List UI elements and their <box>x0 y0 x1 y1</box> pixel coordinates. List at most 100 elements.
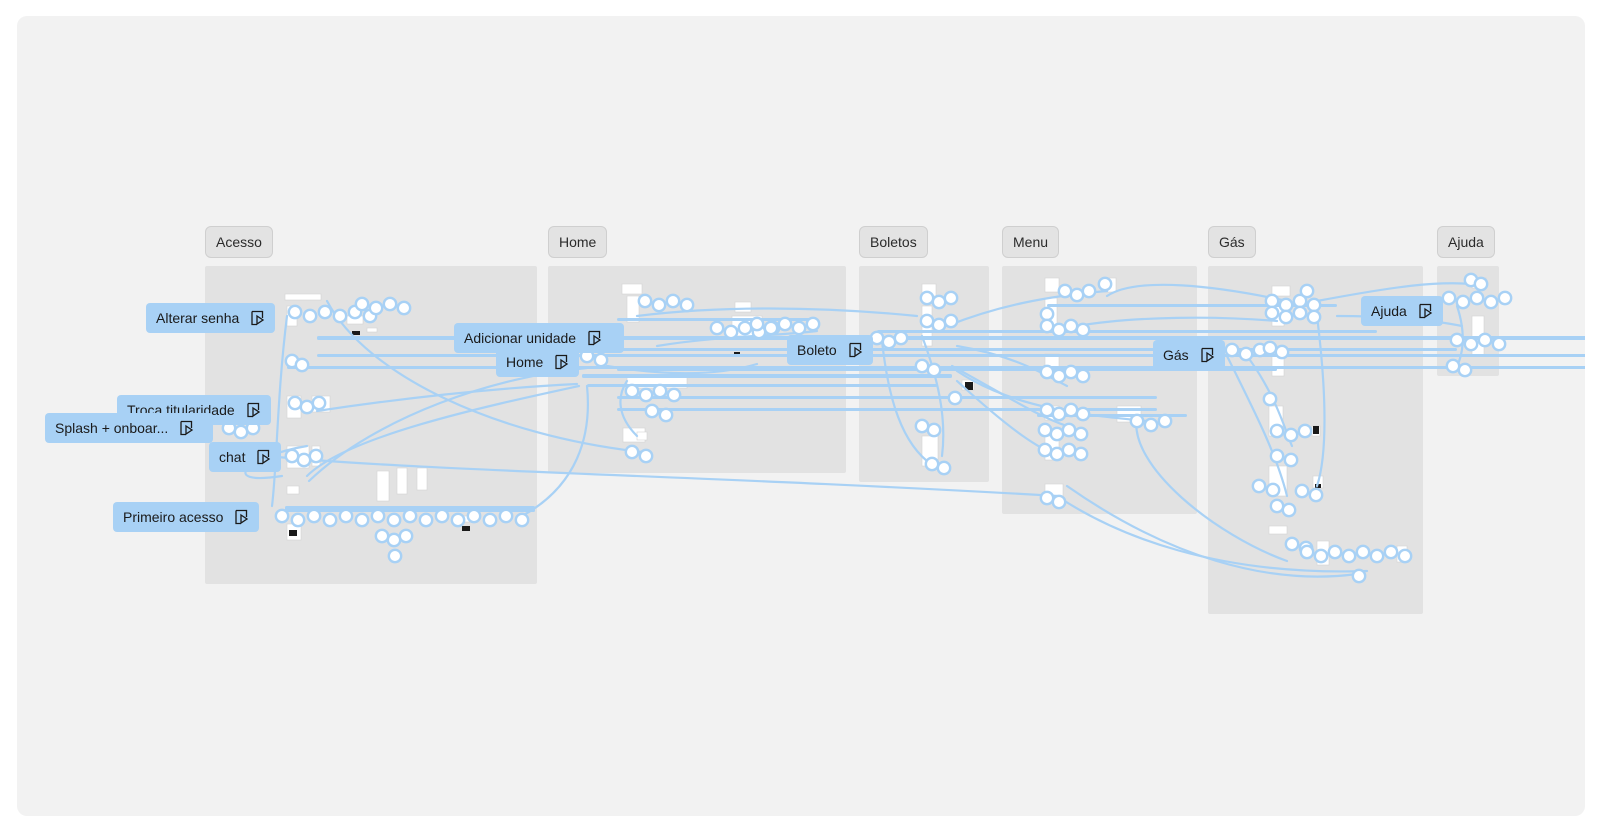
connector-node <box>374 528 390 544</box>
connector-node <box>1143 417 1159 433</box>
connector-node <box>386 532 402 548</box>
prototype-canvas[interactable]: Acesso Home Boletos Menu Gás Ajuda Alter… <box>17 16 1585 816</box>
flow-alterar-senha[interactable]: Alterar senha <box>146 303 276 333</box>
connector-node <box>943 313 959 329</box>
flow-splash-onboarding[interactable]: Splash + onboar... <box>45 413 213 443</box>
screen-thumbnail-dark <box>965 382 973 390</box>
section-title-ajuda[interactable]: Ajuda <box>1437 226 1495 258</box>
connector-node <box>1269 498 1285 514</box>
connector-node <box>306 508 322 524</box>
connector-node <box>1051 494 1067 510</box>
connector-node <box>370 508 386 524</box>
connector-node <box>1341 548 1357 564</box>
connector-node <box>1097 276 1113 292</box>
flow-play-icon[interactable] <box>245 402 261 418</box>
flow-play-icon[interactable] <box>178 420 194 436</box>
connector-node <box>1449 332 1465 348</box>
connector-node <box>1238 346 1254 362</box>
section-title-label: Boletos <box>870 234 917 250</box>
connector-node <box>1073 426 1089 442</box>
screen-thumbnail-dark <box>734 352 740 355</box>
connector-node <box>1306 309 1322 325</box>
connector-node <box>1455 294 1471 310</box>
connector-node <box>638 448 654 464</box>
screen-thumbnail-dark <box>352 331 360 335</box>
section-title-label: Ajuda <box>1448 234 1484 250</box>
flow-home[interactable]: Home <box>496 347 580 377</box>
connector-node <box>1297 423 1313 439</box>
connector-node <box>368 300 384 316</box>
screen-thumbnails <box>284 277 1487 566</box>
connector-node <box>1274 344 1290 360</box>
screen-thumbnail <box>621 283 643 295</box>
connector-node <box>652 383 668 399</box>
flow-ajuda[interactable]: Ajuda <box>1361 296 1443 326</box>
connector-node <box>1051 406 1067 422</box>
connector-line <box>1065 484 1359 578</box>
connector-line <box>1225 354 1289 498</box>
screen-thumbnail <box>1271 285 1291 297</box>
connector-node <box>1075 368 1091 384</box>
flow-play-icon[interactable] <box>586 330 602 346</box>
connector-node <box>1383 544 1399 560</box>
flow-boleto[interactable]: Boleto <box>787 335 873 365</box>
connector-node <box>1039 402 1055 418</box>
connector-bundle <box>617 318 817 321</box>
connector-bundle <box>617 396 1157 399</box>
flow-play-icon[interactable] <box>233 509 249 525</box>
connector-node <box>1283 452 1299 468</box>
connector-node <box>1265 482 1281 498</box>
connector-node <box>450 512 466 528</box>
connector-node <box>233 424 249 440</box>
connector-line <box>950 364 1069 428</box>
connector-node <box>1262 340 1278 356</box>
flow-chat[interactable]: chat <box>209 442 282 472</box>
connector-node <box>1483 294 1499 310</box>
connector-node <box>284 448 300 464</box>
connector-node <box>1061 422 1077 438</box>
section-title-acesso[interactable]: Acesso <box>205 226 273 258</box>
connector-line <box>1055 494 1369 573</box>
flow-label: chat <box>219 449 246 465</box>
connector-node <box>709 320 725 336</box>
section-menu[interactable] <box>1002 266 1197 514</box>
connector-node <box>1473 276 1489 292</box>
flow-play-icon[interactable] <box>255 449 271 465</box>
flow-gas[interactable]: Gás <box>1153 340 1225 370</box>
connector-node <box>1073 446 1089 462</box>
flow-play-icon[interactable] <box>1417 303 1433 319</box>
connector-node <box>296 452 312 468</box>
connector-line <box>520 384 589 518</box>
section-title-label: Gás <box>1219 234 1245 250</box>
screen-thumbnail-dark <box>462 526 470 531</box>
connector-node <box>332 308 348 324</box>
connector-node <box>434 508 450 524</box>
section-title-menu[interactable]: Menu <box>1002 226 1060 258</box>
section-title-home[interactable]: Home <box>548 226 608 258</box>
connector-node <box>1081 283 1097 299</box>
section-title-gas[interactable]: Gás <box>1208 226 1256 258</box>
connector-node <box>1269 423 1285 439</box>
connector-node <box>308 448 324 464</box>
connector-node <box>396 300 412 316</box>
connector-node <box>919 313 935 329</box>
connector-line <box>325 299 644 454</box>
flow-play-icon[interactable] <box>847 342 863 358</box>
flow-play-icon[interactable] <box>1199 347 1215 363</box>
flow-play-icon[interactable] <box>553 354 569 370</box>
connector-node <box>338 508 354 524</box>
connector-node <box>1294 483 1310 499</box>
connector-node <box>1284 536 1300 552</box>
connector-node <box>386 512 402 528</box>
connector-node <box>651 297 667 313</box>
connector-node <box>777 316 793 332</box>
flow-play-icon[interactable] <box>249 310 265 326</box>
flow-label: Adicionar unidade <box>464 330 577 346</box>
section-title-boletos[interactable]: Boletos <box>859 226 928 258</box>
flow-primeiro-acesso[interactable]: Primeiro acesso <box>113 502 260 532</box>
connector-node <box>1057 283 1073 299</box>
connector-node <box>1351 568 1367 584</box>
connector-node <box>943 290 959 306</box>
connector-bundle <box>617 368 1277 371</box>
connector-node <box>1051 368 1067 384</box>
